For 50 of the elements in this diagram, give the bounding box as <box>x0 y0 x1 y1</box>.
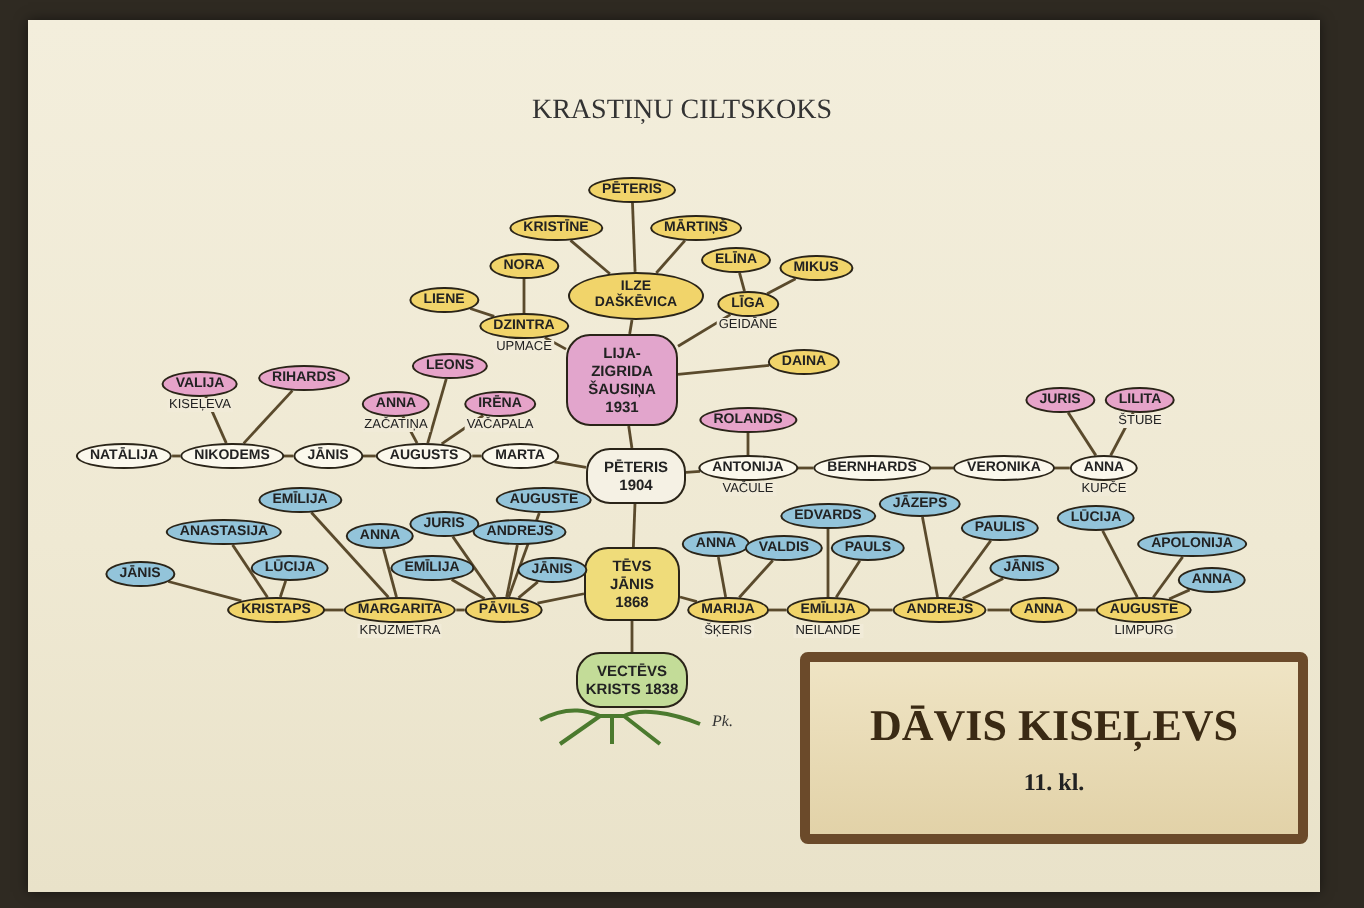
branch-line <box>628 319 634 335</box>
branch-line <box>544 336 567 351</box>
branch-line <box>382 548 398 598</box>
branch-line <box>766 277 797 296</box>
title: KRASTIŅU CILTSKOKS <box>529 96 834 128</box>
branch-line <box>627 425 634 449</box>
branch-line <box>677 364 770 376</box>
branch-line <box>167 580 242 603</box>
branch-line <box>677 313 732 348</box>
branch-line <box>738 559 774 599</box>
branch-line <box>505 544 519 598</box>
plaque-class: 11. kl. <box>1023 767 1085 797</box>
branch-line <box>1067 411 1097 457</box>
branch-line <box>1101 530 1139 598</box>
branch-line <box>324 608 344 612</box>
branch-line <box>517 580 539 599</box>
branch-line <box>987 608 1010 612</box>
plaque-name: DĀVIS KISEĻEVS <box>869 699 1238 751</box>
branch-line <box>835 559 861 598</box>
branch-line <box>242 389 294 445</box>
branch-line <box>717 556 727 598</box>
branch-line <box>930 466 954 470</box>
branch-line <box>1152 556 1184 599</box>
branch-line <box>569 239 611 275</box>
branch-line <box>921 516 939 598</box>
branch-line <box>631 202 637 272</box>
branch-line <box>869 608 893 612</box>
branch-line <box>962 577 1004 600</box>
branch-line <box>1168 588 1191 601</box>
signature-text: Pk. <box>712 712 733 730</box>
branch-line <box>310 511 390 599</box>
branch-line <box>746 433 750 455</box>
branch-line <box>738 272 746 292</box>
branch-line <box>231 544 269 598</box>
name-plaque <box>800 652 1308 844</box>
branch-line <box>685 470 701 474</box>
branch-line <box>554 460 587 469</box>
branch-line <box>426 378 448 444</box>
branch-line <box>537 592 585 605</box>
branch-line <box>655 239 686 274</box>
branch-line <box>826 529 830 597</box>
branch-line <box>630 621 634 652</box>
branch-line <box>451 535 497 599</box>
branch-line <box>450 578 486 600</box>
branch-line <box>679 595 698 603</box>
branch-line <box>279 580 287 598</box>
branch-line <box>631 503 637 548</box>
branch-line <box>1109 412 1135 456</box>
branch-line <box>522 279 526 313</box>
branch-line <box>948 539 992 599</box>
